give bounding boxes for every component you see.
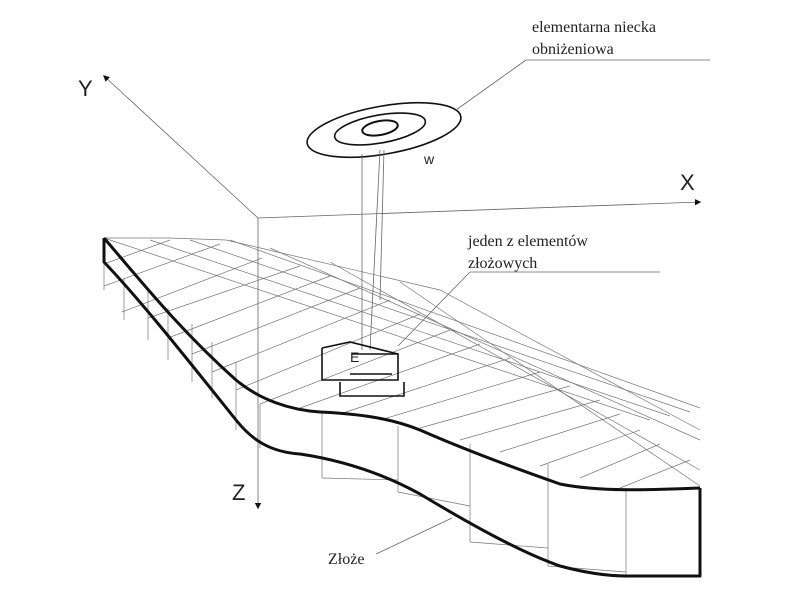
deposit-bottom-edge	[102, 240, 627, 578]
deposit-top-edge	[102, 237, 701, 492]
text-labels: elementarna niecka obniżeniowa jeden z e…	[328, 19, 656, 568]
basin-label-line1: elementarna niecka	[532, 19, 656, 36]
element-label-line1: jeden z elementów	[467, 233, 588, 250]
projection-line	[369, 149, 381, 351]
basin-middle-ellipse	[333, 112, 427, 146]
y-axis-label: Y	[78, 76, 93, 101]
element-e-label: E	[350, 349, 359, 365]
deposit-outline	[102, 237, 702, 578]
deposit-label: Złoże	[328, 551, 364, 568]
basin-inner-ellipse	[361, 119, 399, 137]
x-axis-line	[257, 198, 702, 219]
slab-top-grid	[103, 237, 701, 489]
deposit-leader	[375, 517, 453, 555]
y-axis-line	[103, 75, 259, 219]
elementary-basin: w	[306, 101, 462, 351]
slab-front-blocks	[103, 262, 627, 578]
basin-label-line2: obniżeniowa	[532, 41, 614, 58]
leaders	[375, 59, 710, 555]
basin-leader	[455, 59, 527, 111]
element-e: E	[321, 341, 405, 397]
deposit-right-end	[626, 488, 702, 578]
basin-outer-ellipse	[306, 101, 462, 159]
element-label-line2: złożowych	[468, 255, 537, 272]
projection-line	[379, 149, 385, 301]
x-axis-label: X	[680, 170, 695, 195]
z-axis-label: Z	[232, 480, 245, 505]
axes: Y X Z	[78, 75, 702, 510]
element-leader	[397, 271, 471, 347]
w-label: w	[423, 151, 435, 167]
